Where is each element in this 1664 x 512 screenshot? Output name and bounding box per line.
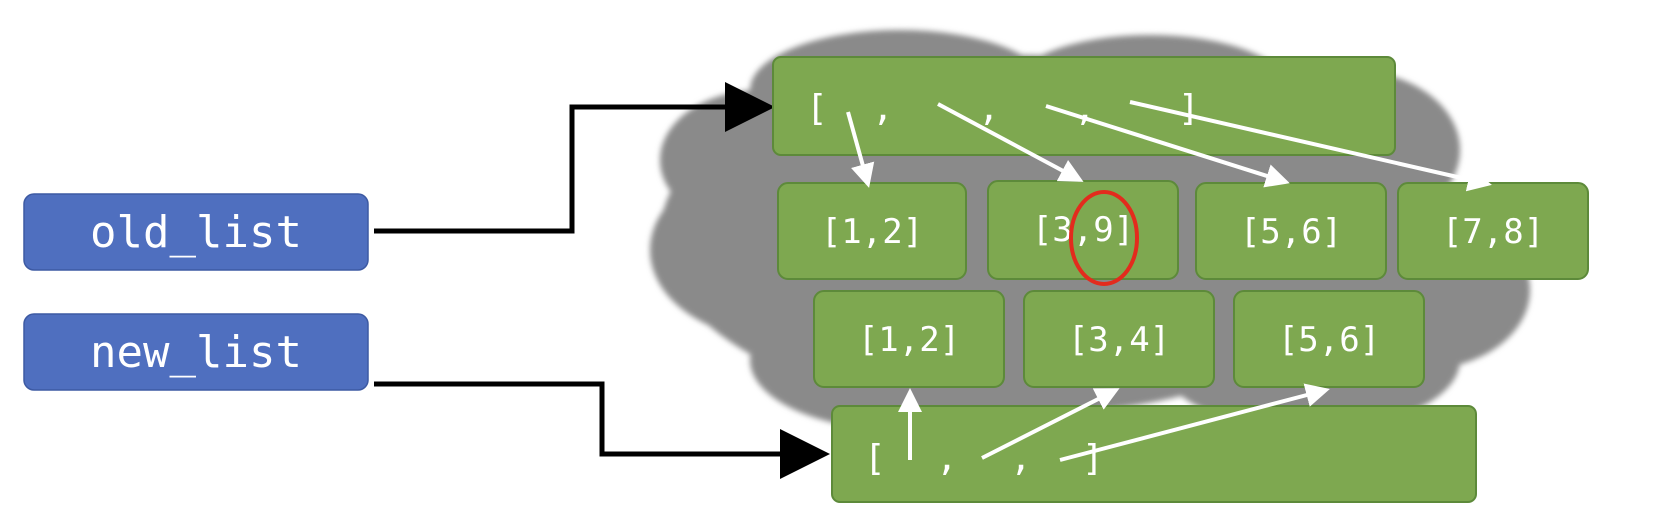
old-list-container: [ , , , ] xyxy=(772,56,1396,156)
old-ref-arrow-2 xyxy=(937,102,1084,182)
old-list-comma-1: , xyxy=(872,88,894,129)
new-list-close-bracket: ] xyxy=(1082,438,1104,479)
old-list-comma-2: , xyxy=(978,88,1000,129)
changed-value-highlight-circle xyxy=(1069,190,1139,286)
old-ref-arrow-4 xyxy=(1129,100,1492,192)
new-list-open-bracket: [ xyxy=(864,438,886,479)
new-sublist-1: [1,2] xyxy=(813,290,1005,388)
new-list-comma-2: , xyxy=(1010,438,1032,479)
old-sublist-3-value: [5,6] xyxy=(1240,212,1342,252)
new-ref-arrow-3 xyxy=(1059,383,1330,462)
old-list-open-bracket: [ xyxy=(806,88,828,129)
new-list-label: new_list xyxy=(90,327,302,378)
old-sublist-4-value: [7,8] xyxy=(1442,212,1544,252)
old-ref-arrow-3 xyxy=(1045,104,1290,188)
new-sublist-2: [3,4] xyxy=(1023,290,1215,388)
old-list-label: old_list xyxy=(90,207,302,258)
new-ref-arrow-2 xyxy=(981,388,1120,460)
old-sublist-2: [3,9] xyxy=(987,180,1179,280)
old-ref-arrow-1 xyxy=(846,111,875,188)
new-sublist-1-value: [1,2] xyxy=(858,320,960,360)
new-sublist-2-value: [3,4] xyxy=(1068,320,1170,360)
old-sublist-3: [5,6] xyxy=(1195,182,1387,280)
old-list-close-bracket: ] xyxy=(1178,88,1200,129)
new-list-element-arrows xyxy=(898,383,1330,462)
new-list-container: [ , , ] xyxy=(831,405,1477,503)
new-sublist-3: [5,6] xyxy=(1233,290,1425,388)
old-sublist-4: [7,8] xyxy=(1397,182,1589,280)
new-sublist-3-value: [5,6] xyxy=(1278,320,1380,360)
old-list-element-arrows xyxy=(846,100,1492,192)
old-list-variable: old_list xyxy=(23,193,369,271)
new-list-reference-arrow xyxy=(374,381,830,479)
old-sublist-1-value: [1,2] xyxy=(821,212,923,252)
old-sublist-2-value: [3,9] xyxy=(1032,210,1134,250)
new-list-variable: new_list xyxy=(23,313,369,391)
new-list-comma-1: , xyxy=(936,438,958,479)
old-list-reference-arrow xyxy=(374,82,775,234)
old-sublist-1: [1,2] xyxy=(777,182,967,280)
old-list-comma-3: , xyxy=(1074,88,1096,129)
